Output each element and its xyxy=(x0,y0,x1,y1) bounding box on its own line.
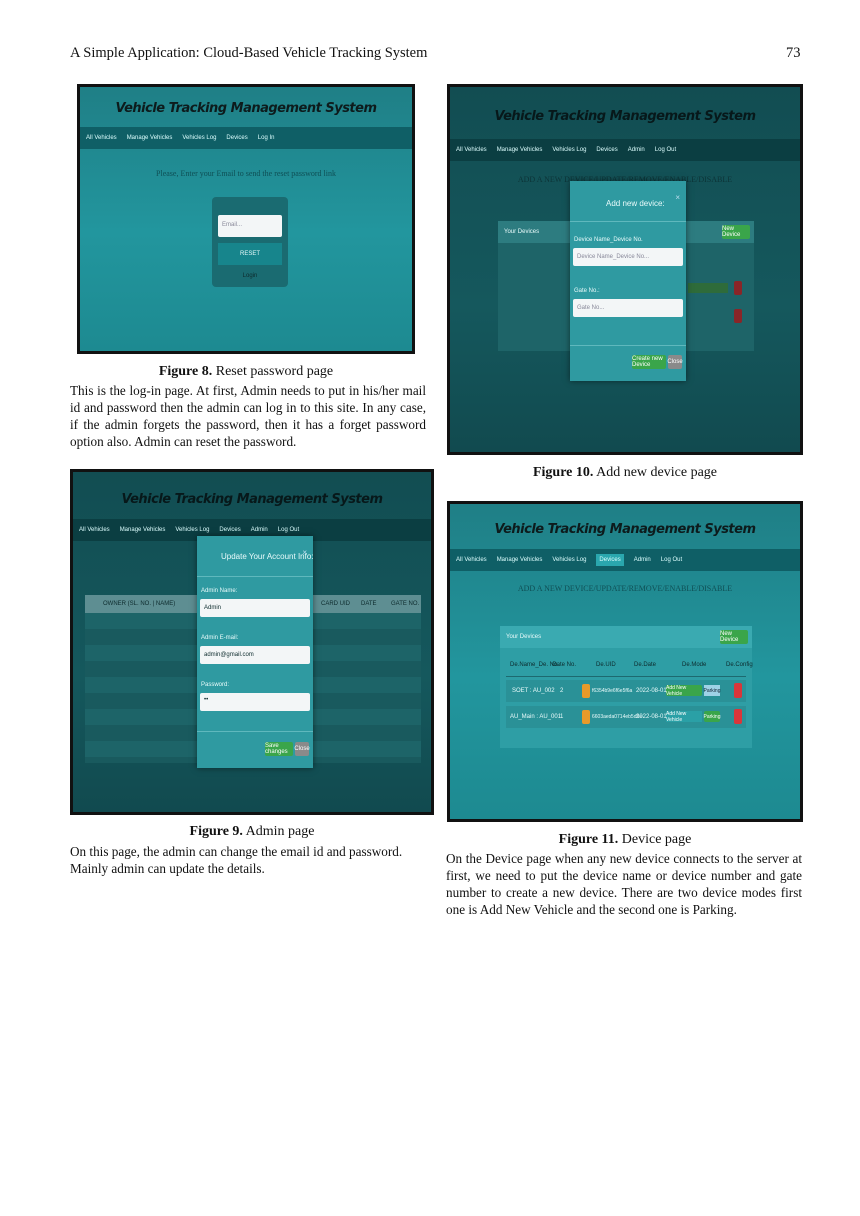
figure-11-caption: Figure 11. Device page xyxy=(558,832,692,847)
nav-item[interactable]: All Vehicles xyxy=(79,527,110,533)
nav-item[interactable]: Log Out xyxy=(654,147,677,153)
nav-item[interactable]: Admin xyxy=(627,147,645,153)
nav-item[interactable]: Devices xyxy=(226,135,248,141)
name-label: Admin Name: xyxy=(201,588,238,594)
reset-button[interactable]: RESET xyxy=(218,243,282,265)
figure-8-paragraph: This is the log-in page. At first, Admin… xyxy=(70,383,426,449)
delete-icon[interactable] xyxy=(734,683,742,698)
your-devices-label: Your Devices xyxy=(506,634,542,640)
nav-item[interactable]: Admin xyxy=(250,527,268,533)
figure-11-screenshot: Vehicle Tracking Management System All V… xyxy=(447,501,803,822)
delete-icon[interactable] xyxy=(734,309,742,323)
parking-mode[interactable]: Parking xyxy=(704,711,720,722)
add-new-vehicle-mode[interactable]: Add New Vehicle xyxy=(666,685,702,697)
nav-item[interactable]: Admin xyxy=(633,557,651,563)
figure-9-paragraph: On this page, the admin can change the e… xyxy=(70,844,403,876)
device-name-field[interactable]: Device Name_Device No... xyxy=(573,248,683,266)
table-header: De.Name_De. No. Gate No. De.UID De.Date … xyxy=(506,656,753,677)
figure-9-caption: Figure 9. Admin page xyxy=(189,824,315,839)
table-row: AU_Main : AU_001 1 6603aeda0714eb5d5e 20… xyxy=(506,706,746,728)
modal-title: Add new device: xyxy=(606,199,665,208)
nav-bar: All Vehicles Manage Vehicles Vehicles Lo… xyxy=(80,127,412,149)
figure-10-screenshot: Vehicle Tracking Management System All V… xyxy=(447,84,803,455)
nav-item[interactable]: All Vehicles xyxy=(456,147,487,153)
nav-item[interactable]: Log In xyxy=(257,135,275,141)
delete-icon[interactable] xyxy=(734,281,742,295)
page-number: 73 xyxy=(786,45,801,61)
create-device-button[interactable]: Create new Device xyxy=(632,355,666,369)
delete-icon[interactable] xyxy=(734,709,742,724)
new-device-button[interactable]: New Device xyxy=(722,225,750,239)
close-button[interactable]: Close xyxy=(667,355,683,369)
nav-item[interactable]: Manage Vehicles xyxy=(496,557,543,563)
nav-item[interactable]: Devices xyxy=(596,147,618,153)
save-changes-button[interactable]: Save changes xyxy=(265,742,293,756)
edit-icon[interactable] xyxy=(582,710,590,724)
nav-item[interactable]: All Vehicles xyxy=(456,557,487,563)
devices-panel: Your Devices New Device De.Name_De. No. … xyxy=(500,626,753,748)
figure-11-paragraph: On the Device page when any new device c… xyxy=(446,851,802,917)
app-title: Vehicle Tracking Management System xyxy=(494,522,756,537)
app-title: Vehicle Tracking Management System xyxy=(494,109,756,124)
figure-10-caption: Figure 10. Add new device page xyxy=(532,465,718,480)
page-heading: ADD A NEW DEVICE/UPDATE/REMOVE/ENABLE/DI… xyxy=(517,584,733,593)
reset-form: Email... RESET Login xyxy=(212,197,288,287)
table-row: SOET : AU_002 2 f6354b9e6f6e5f6a 2022-08… xyxy=(506,680,746,702)
reset-prompt: Please, Enter your Email to send the res… xyxy=(156,169,336,178)
admin-email-field[interactable]: admin@gmail.com xyxy=(200,646,310,664)
figure-8-screenshot: Vehicle Tracking Management System All V… xyxy=(77,84,415,354)
nav-item-devices[interactable]: Devices xyxy=(596,554,624,566)
nav-bar: All Vehicles Manage Vehicles Vehicles Lo… xyxy=(450,139,800,161)
modal-title: Update Your Account Info: xyxy=(221,552,314,561)
nav-item[interactable]: Devices xyxy=(219,527,241,533)
nav-item[interactable]: Manage Vehicles xyxy=(496,147,543,153)
password-label: Password: xyxy=(201,682,230,688)
password-field[interactable]: •• xyxy=(200,693,310,711)
close-button[interactable]: Close xyxy=(294,742,310,756)
close-icon[interactable]: × xyxy=(302,548,307,557)
nav-item[interactable]: Vehicles Log xyxy=(175,527,210,533)
figure-9-screenshot: Vehicle Tracking Management System All V… xyxy=(70,469,434,815)
running-title: A Simple Application: Cloud-Based Vehicl… xyxy=(70,45,428,61)
edit-icon[interactable] xyxy=(582,684,590,698)
email-field[interactable]: Email... xyxy=(218,215,282,237)
your-devices-label: Your Devices xyxy=(504,229,540,235)
admin-name-field[interactable]: Admin xyxy=(200,599,310,617)
gate-field[interactable]: Gate No... xyxy=(573,299,683,317)
update-account-modal: Update Your Account Info: × Admin Name: … xyxy=(197,536,314,768)
nav-item[interactable]: Manage Vehicles xyxy=(119,527,166,533)
nav-item[interactable]: Log Out xyxy=(277,527,300,533)
nav-item[interactable]: All Vehicles xyxy=(86,135,117,141)
add-device-modal: Add new device: × Device Name_Device No.… xyxy=(570,181,686,381)
figure-8-caption: Figure 8. Reset password page xyxy=(158,364,334,379)
device-name-label: Device Name_Device No. xyxy=(574,237,643,243)
login-link[interactable]: Login xyxy=(242,273,258,279)
app-title: Vehicle Tracking Management System xyxy=(121,492,383,507)
parking-mode[interactable]: Parking xyxy=(704,685,720,696)
page-heading: ADD A NEW DEVICE/UPDATE/REMOVE/ENABLE/DI… xyxy=(517,175,733,184)
email-label: Admin E-mail: xyxy=(201,635,239,641)
new-device-button[interactable]: New Device xyxy=(720,630,748,644)
nav-item[interactable]: Vehicles Log xyxy=(182,135,217,141)
nav-bar: All Vehicles Manage Vehicles Vehicles Lo… xyxy=(450,549,800,571)
nav-item[interactable]: Vehicles Log xyxy=(552,557,587,563)
nav-bar: All Vehicles Manage Vehicles Vehicles Lo… xyxy=(73,519,431,541)
nav-item[interactable]: Manage Vehicles xyxy=(126,135,173,141)
nav-item[interactable]: Vehicles Log xyxy=(552,147,587,153)
add-new-vehicle-mode[interactable]: Add New Vehicle xyxy=(666,711,702,723)
nav-item[interactable]: Log Out xyxy=(660,557,683,563)
close-icon[interactable]: × xyxy=(675,193,680,202)
gate-label: Gate No.: xyxy=(574,288,600,294)
app-title: Vehicle Tracking Management System xyxy=(115,101,377,116)
